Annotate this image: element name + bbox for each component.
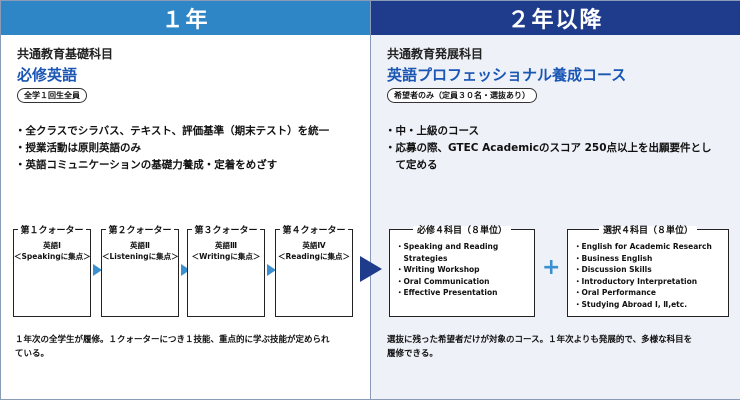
quarter-course: 英語Ⅱ xyxy=(130,241,150,250)
first-year-panel: １年 共通教育基礎科目 必修英語 全学１回生全員 ・全クラスでシラバス、テキスト… xyxy=(1,1,370,399)
required-courses-box: 必修４科目（８単位） ・Speaking and Reading Strateg… xyxy=(389,226,535,317)
quarter-focus: ＜Writingに集点＞ xyxy=(191,252,261,261)
list-item: ・Business English xyxy=(574,253,653,263)
quarter-1-box: 第１クォーター 英語Ⅰ ＜Speakingに集点＞ xyxy=(13,226,91,317)
required-list: ・Speaking and Reading Strategies ・Writin… xyxy=(396,241,498,299)
bullet-item: ・中・上級のコース xyxy=(385,125,479,137)
quarter-focus: ＜Readingに集点＞ xyxy=(277,252,351,261)
first-year-header: １年 xyxy=(1,1,370,35)
first-year-bullets: ・全クラスでシラバス、テキスト、評価基準（期末テスト）を統一 ・授業活動は原則英… xyxy=(15,123,329,174)
list-item: ・Discussion Skills xyxy=(574,265,652,274)
first-year-title: 必修英語 xyxy=(17,66,78,84)
required-title: 必修４科目（８単位） xyxy=(412,226,511,236)
quarter-arrow-icon xyxy=(267,264,276,276)
list-item: ・Oral Communication xyxy=(396,276,490,286)
bullet-item: ・英語コミュニケーションの基礎力養成・定着をめざす xyxy=(15,159,278,171)
elective-list: ・English for Academic Research ・Business… xyxy=(574,241,712,310)
list-item: Strategies xyxy=(396,253,448,263)
second-year-tag: 希望者のみ（定員３０名・選抜あり） xyxy=(387,88,537,103)
quarter-course: 英語Ⅰ xyxy=(43,241,61,250)
list-item: ・Oral Performance xyxy=(574,288,656,297)
quarter-4-box: 第４クォーター 英語Ⅳ ＜Readingに集点＞ xyxy=(275,226,353,317)
second-year-bullets: ・中・上級のコース ・応募の際、GTEC Academicのスコア 250点以上… xyxy=(385,123,712,174)
list-item: ・Writing Workshop xyxy=(396,265,480,274)
bullet-item: ・授業活動は原則英語のみ xyxy=(15,142,141,154)
elective-title: 選択４科目（８単位） xyxy=(598,226,697,236)
plus-icon: + xyxy=(542,255,561,280)
quarter-course: 英語Ⅳ xyxy=(302,241,326,250)
quarter-arrow-icon xyxy=(181,264,190,276)
first-year-tag: 全学１回生全員 xyxy=(17,88,87,103)
quarter-title: 第１クォーター xyxy=(18,226,86,236)
elective-courses-box: 選択４科目（８単位） ・English for Academic Researc… xyxy=(567,226,729,317)
list-item: ・Effective Presentation xyxy=(396,288,498,297)
quarter-focus: ＜Speakingに集点＞ xyxy=(14,252,91,261)
list-item: ・English for Academic Research xyxy=(574,242,712,251)
quarter-2-box: 第２クォーター 英語Ⅱ ＜Listeningに集点＞ xyxy=(101,226,179,317)
bullet-item: て定める xyxy=(385,159,438,171)
second-year-footer: 選抜に残った希望者だけが対象のコース。１年次よりも発展的で、多様な科目を 履修で… xyxy=(387,335,693,359)
quarter-3-box: 第３クォーター 英語Ⅲ ＜Writingに集点＞ xyxy=(187,226,265,317)
list-item: ・Studying Abroad Ⅰ, Ⅱ,etc. xyxy=(574,299,688,309)
list-item: ・Introductory Interpretation xyxy=(574,276,698,286)
first-year-subtitle: 共通教育基礎科目 xyxy=(17,47,114,61)
quarter-course: 英語Ⅲ xyxy=(214,241,238,250)
second-year-subtitle: 共通教育発展科目 xyxy=(387,47,484,61)
progression-arrow-icon xyxy=(360,256,382,282)
second-year-header: ２年以降 xyxy=(371,1,740,35)
quarter-arrow-icon xyxy=(93,264,102,276)
first-year-footer: １年次の全学生が履修。１クォーターにつき１技能、重点的に学ぶ技能が定められ てい… xyxy=(15,335,330,359)
quarter-title: 第２クォーター xyxy=(106,226,174,236)
bullet-item: ・全クラスでシラバス、テキスト、評価基準（期末テスト）を統一 xyxy=(15,125,330,137)
list-item: ・Speaking and Reading xyxy=(396,242,499,251)
quarter-title: 第４クォーター xyxy=(280,226,348,236)
bullet-item: ・応募の際、GTEC Academicのスコア 250点以上を出願要件とし xyxy=(385,142,712,154)
second-year-title: 英語プロフェッショナル養成コース xyxy=(387,66,627,84)
second-year-panel: ２年以降 xyxy=(370,1,740,399)
quarter-title: 第３クォーター xyxy=(192,226,260,236)
quarter-focus: ＜Listeningに集点＞ xyxy=(102,252,179,261)
